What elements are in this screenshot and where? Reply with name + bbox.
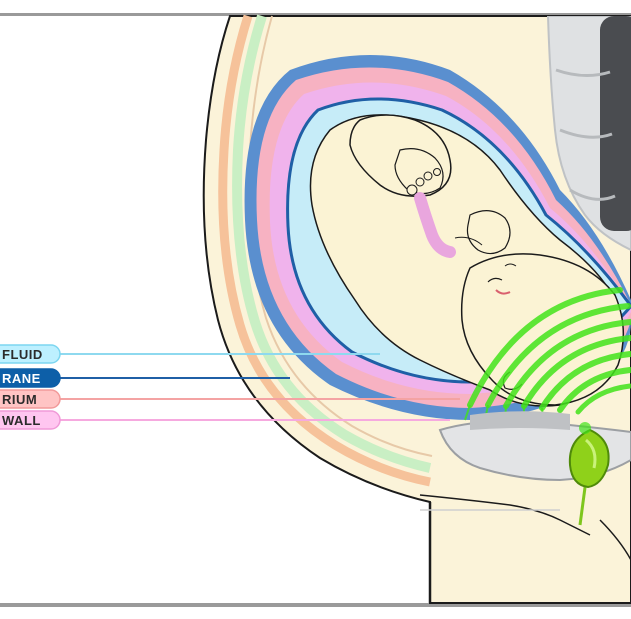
- bladder-gray: [470, 411, 570, 430]
- abdomen-inner-line: [248, 15, 433, 457]
- spine: [546, 16, 631, 252]
- label-wall: WALL: [0, 410, 61, 430]
- frame-bottom: [0, 603, 631, 607]
- leader-lines: [60, 353, 460, 421]
- ultrasound-probe: [568, 422, 610, 526]
- buttock-outline: [599, 519, 631, 561]
- abdomen-peach-band: [218, 14, 431, 487]
- ultrasound-waves: [467, 287, 631, 415]
- label-pill-wall: [0, 410, 61, 430]
- label-pill-fluid: [0, 344, 61, 364]
- label-text-fluid: FLUID: [2, 347, 43, 362]
- label-endometrium: RIUM: [0, 389, 61, 409]
- label-text-membrane: RANE: [2, 371, 41, 386]
- umbilical-cord: [414, 192, 456, 258]
- label-pill-endometrium: [0, 389, 61, 409]
- label-text-endometrium: RIUM: [2, 392, 37, 407]
- label-membrane: RANE: [0, 368, 61, 388]
- abdomen-green-band: [232, 14, 432, 473]
- label-pill-membrane: [0, 368, 61, 388]
- frame-top: [0, 13, 631, 16]
- label-text-wall: WALL: [2, 413, 41, 428]
- label-fluid: FLUID: [0, 344, 61, 364]
